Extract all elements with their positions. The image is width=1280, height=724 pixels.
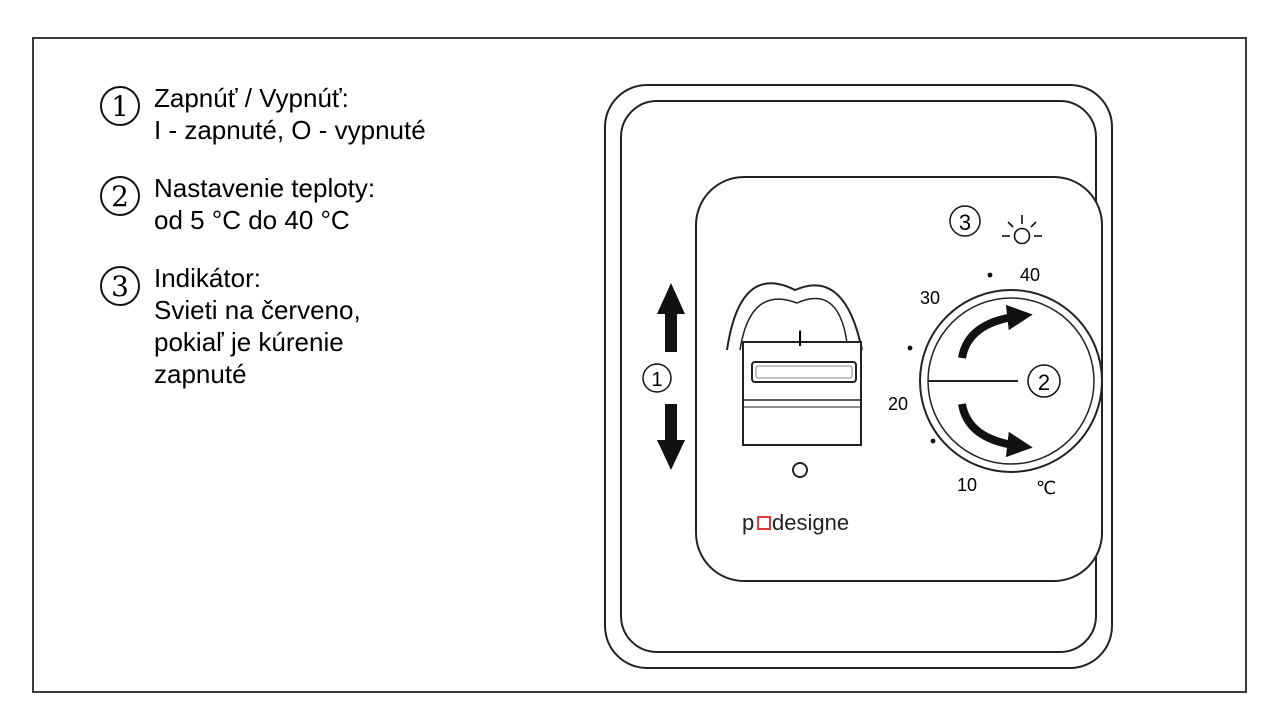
legend-title-power: Zapnúť / Vypnúť:: [154, 83, 349, 113]
legend-item-temperature: 2 Nastavenie teploty: od 5 °C do 40 °C: [100, 172, 570, 236]
legend-title-temperature: Nastavenie teploty:: [154, 173, 376, 203]
callout-2-circle: [1027, 364, 1061, 398]
switch-on-symbol: I: [797, 326, 803, 351]
temperature-dial[interactable]: [919, 289, 1103, 473]
dial-scale-dots: [907, 272, 993, 444]
legend-number-1: 1: [100, 86, 140, 126]
callout-1-circle: [642, 363, 672, 393]
legend-title-indicator: Indikátor:: [154, 263, 261, 293]
dial-label-40: 40: [1020, 265, 1040, 285]
callout-3-label: 3: [959, 210, 971, 235]
legend-line-indicator-2: pokiaľ je kúrenie: [154, 327, 344, 357]
legend-number-2: 2: [100, 176, 140, 216]
brand-prefix: p: [742, 510, 754, 535]
callout-2-label: 2: [1038, 370, 1050, 395]
legend-line-power: I - zapnuté, O - vypnuté: [154, 115, 426, 145]
brand-logo-mark-icon: [757, 516, 771, 530]
dial-unit: ℃: [1036, 478, 1056, 498]
dial-label-10: 10: [957, 475, 977, 495]
brand-suffix: designe: [772, 510, 849, 535]
legend-item-power: 1 Zapnúť / Vypnúť: I - zapnuté, O - vypn…: [100, 82, 570, 146]
switch-off-symbol-icon: [792, 462, 808, 478]
legend-item-indicator: 3 Indikátor: Svieti na červeno, pokiaľ j…: [100, 262, 570, 390]
dial-label-20: 20: [888, 394, 908, 414]
power-rocker-switch[interactable]: [726, 282, 863, 446]
legend-line-indicator-1: Svieti na červeno,: [154, 295, 361, 325]
indicator-light-icon: [1002, 215, 1042, 245]
legend: 1 Zapnúť / Vypnúť: I - zapnuté, O - vypn…: [100, 82, 570, 416]
legend-number-3: 3: [100, 266, 140, 306]
diagram-frame: [32, 37, 1247, 693]
legend-line-indicator-3: zapnuté: [154, 359, 247, 389]
callout-3-circle: [949, 205, 981, 237]
callout-1-label: 1: [651, 369, 662, 391]
dial-label-30: 30: [920, 288, 940, 308]
up-down-arrows-icon: [657, 283, 685, 470]
thermostat-outer-frame: [604, 84, 1113, 669]
legend-line-temperature: od 5 °C do 40 °C: [154, 205, 350, 235]
